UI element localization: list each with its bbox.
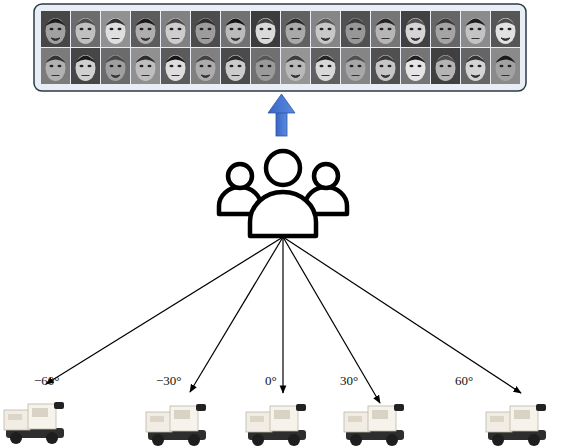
robot xyxy=(246,404,306,446)
robots xyxy=(4,402,546,446)
face-photo xyxy=(41,48,70,84)
face-photo xyxy=(371,48,400,84)
face-photo xyxy=(191,11,220,47)
up-arrow xyxy=(268,94,295,136)
people-icon xyxy=(219,151,347,236)
robot xyxy=(486,404,546,446)
angle-label: 30° xyxy=(340,374,358,388)
face-photo xyxy=(41,11,70,47)
face-photo xyxy=(221,11,250,47)
face-photo xyxy=(71,48,100,84)
face-photo xyxy=(311,48,340,84)
face-photo xyxy=(161,48,190,84)
face-photo xyxy=(281,48,310,84)
face-photo xyxy=(311,11,340,47)
robot xyxy=(344,404,404,446)
face-photo xyxy=(221,48,250,84)
face-panel xyxy=(34,4,526,91)
face-photo xyxy=(371,11,400,47)
face-photo xyxy=(101,48,130,84)
face-photo xyxy=(491,48,520,84)
face-photo xyxy=(101,11,130,47)
face-photo xyxy=(431,11,460,47)
angle-label: 60° xyxy=(455,374,473,388)
face-photo xyxy=(341,11,370,47)
face-photo xyxy=(191,48,220,84)
face-photo xyxy=(131,48,160,84)
face-grid xyxy=(41,11,520,84)
face-photo xyxy=(341,48,370,84)
face-photo xyxy=(71,11,100,47)
angle-label: −30° xyxy=(156,374,182,388)
face-photo xyxy=(431,48,460,84)
face-photo xyxy=(401,48,430,84)
face-photo xyxy=(251,48,280,84)
face-photo xyxy=(491,11,520,47)
face-photo xyxy=(281,11,310,47)
face-photo xyxy=(161,11,190,47)
face-photo xyxy=(461,11,490,47)
face-photo xyxy=(401,11,430,47)
face-photo xyxy=(251,11,280,47)
robot xyxy=(4,402,64,444)
direction-lines xyxy=(46,237,521,403)
face-photo xyxy=(131,11,160,47)
angle-label: −60° xyxy=(34,374,60,388)
robot xyxy=(146,404,206,446)
face-photo xyxy=(461,48,490,84)
angle-label: 0° xyxy=(265,374,277,388)
